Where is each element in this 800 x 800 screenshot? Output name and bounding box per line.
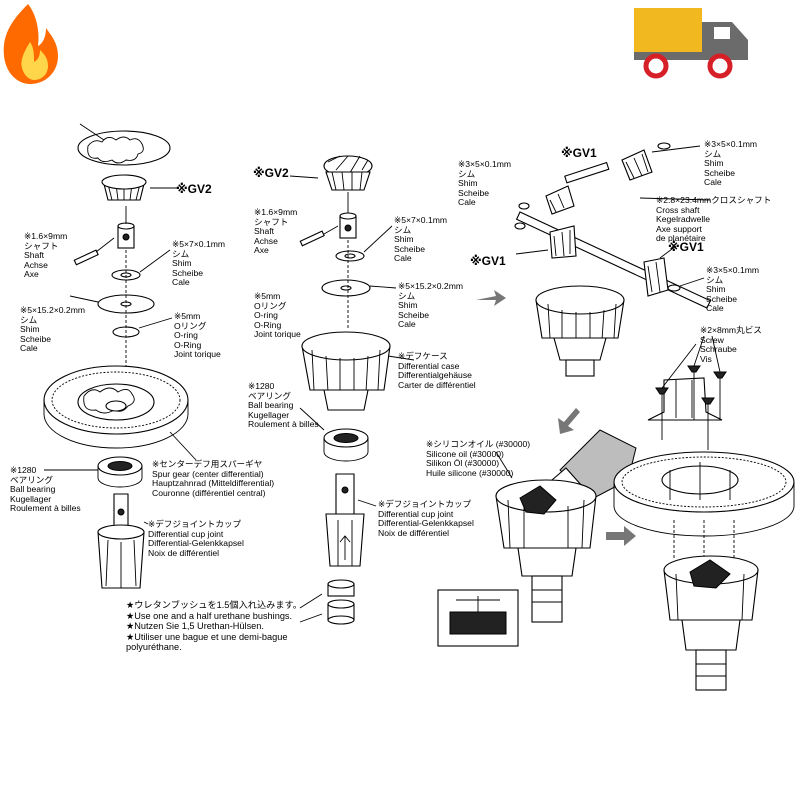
screw-icons [655, 335, 727, 450]
truck-icon [634, 8, 748, 79]
part-code-gv1-right: ※GV1 [668, 240, 704, 254]
middle-assembly [289, 155, 415, 625]
final-assembly [613, 335, 795, 691]
bushing-note: ★ウレタンブッシュを1.5個入れ込みます。★Use one and a half… [126, 600, 302, 653]
part-code-gv2-left: ※GV2 [176, 182, 212, 196]
left-assembly [43, 123, 197, 589]
flow-arrows [476, 290, 636, 546]
part-code-gv1-left: ※GV1 [470, 254, 506, 268]
part-code-gv1-top: ※GV1 [561, 146, 597, 160]
label-silicone: ※シリコンオイル (#30000)Silicone oil (#30000)Si… [426, 439, 531, 478]
fire-icon [3, 4, 58, 84]
right-top-assembly [514, 142, 712, 377]
part-code-gv2-mid: ※GV2 [253, 166, 289, 180]
